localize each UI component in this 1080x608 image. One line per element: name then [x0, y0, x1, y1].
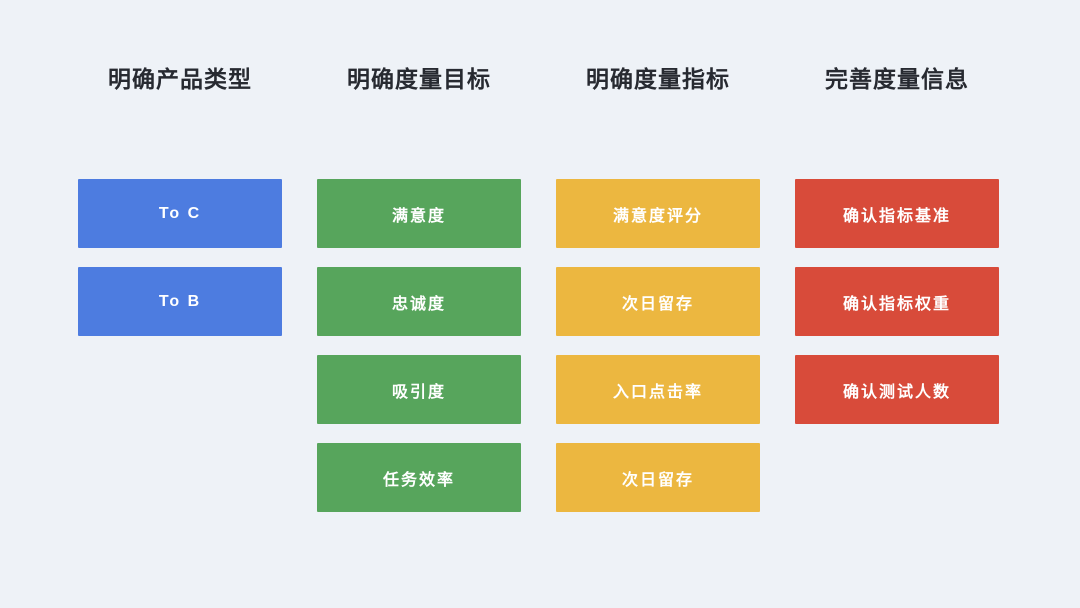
column-header-measure-goal: 明确度量目标	[347, 66, 491, 92]
node-confirm-metric-weight: 确认指标权重	[795, 267, 999, 336]
column-header-measure-metric: 明确度量指标	[586, 66, 730, 92]
node-attractiveness: 吸引度	[317, 355, 521, 424]
node-confirm-metric-baseline: 确认指标基准	[795, 179, 999, 248]
column-measure-metric: 明确度量指标 满意度评分 次日留存 入口点击率 次日留存	[556, 62, 760, 608]
column-measure-goal: 明确度量目标 满意度 忠诚度 吸引度 任务效率	[317, 62, 521, 608]
column-items: 满意度评分 次日留存 入口点击率 次日留存	[556, 179, 760, 512]
node-next-day-retention-1: 次日留存	[556, 267, 760, 336]
node-confirm-test-users: 确认测试人数	[795, 355, 999, 424]
node-next-day-retention-2: 次日留存	[556, 443, 760, 512]
column-header-measure-info: 完善度量信息	[825, 66, 969, 92]
node-satisfaction: 满意度	[317, 179, 521, 248]
node-task-efficiency: 任务效率	[317, 443, 521, 512]
column-items: 确认指标基准 确认指标权重 确认测试人数	[795, 179, 999, 424]
node-to-b: To B	[78, 267, 282, 336]
column-items: 满意度 忠诚度 吸引度 任务效率	[317, 179, 521, 512]
node-satisfaction-score: 满意度评分	[556, 179, 760, 248]
column-product-type: 明确产品类型 To C To B	[78, 62, 282, 608]
node-loyalty: 忠诚度	[317, 267, 521, 336]
column-measure-info: 完善度量信息 确认指标基准 确认指标权重 确认测试人数	[795, 62, 999, 608]
column-items: To C To B	[78, 179, 282, 336]
column-header-product-type: 明确产品类型	[108, 66, 252, 92]
node-to-c: To C	[78, 179, 282, 248]
node-entry-click-rate: 入口点击率	[556, 355, 760, 424]
